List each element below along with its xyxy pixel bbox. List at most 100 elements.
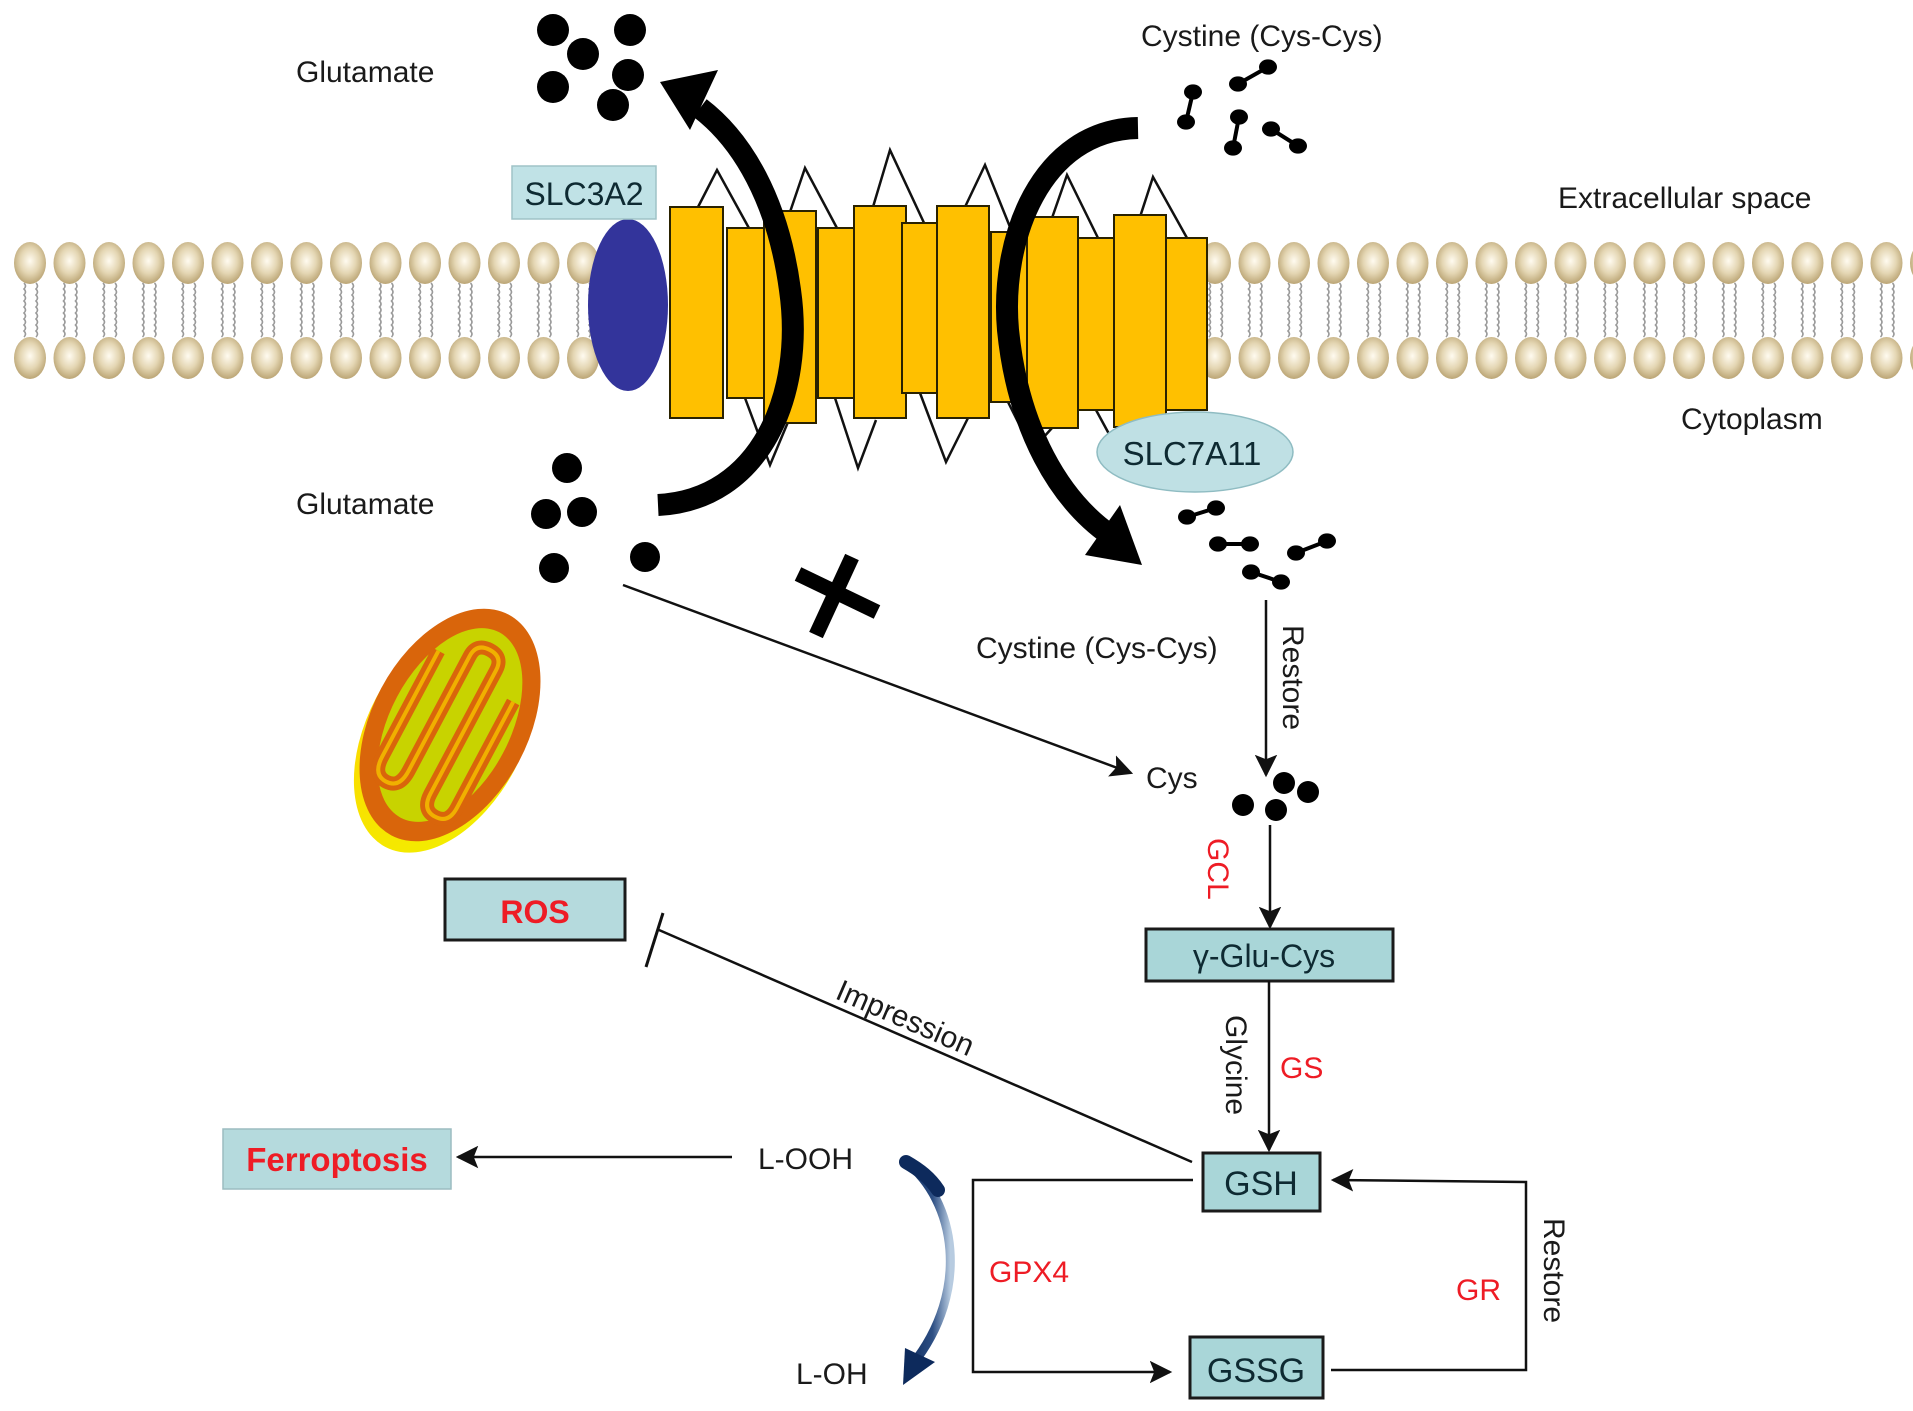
slc3a2-label: SLC3A2 xyxy=(524,176,643,212)
lipid-head xyxy=(53,242,86,284)
lipid-tail xyxy=(1642,282,1646,338)
lipid-tail xyxy=(1563,282,1567,338)
lipid-head xyxy=(1436,337,1468,379)
gs-enzyme-label: GS xyxy=(1280,1052,1323,1085)
extracellular-loop xyxy=(695,167,752,231)
cysteine-unit xyxy=(1224,140,1242,156)
lipid-tail xyxy=(338,282,343,338)
lipid-head xyxy=(409,337,441,379)
lipid-head xyxy=(14,242,46,284)
lipid-head xyxy=(527,337,560,379)
lipid-tail xyxy=(1812,282,1816,338)
lipid-tail xyxy=(1523,282,1528,338)
impression-inhibition-line xyxy=(658,928,1193,1164)
lipid-tail xyxy=(141,282,145,338)
lipid-head xyxy=(172,242,204,284)
lipid-tail xyxy=(1733,282,1737,338)
lipid-head xyxy=(1791,337,1824,379)
mitochondrion-icon xyxy=(353,608,541,853)
lipid-tail xyxy=(1760,282,1765,338)
glutamate-export-arrowhead xyxy=(660,70,718,130)
glutamate-molecule xyxy=(531,499,561,529)
lipid-tail xyxy=(22,282,27,338)
gamma-glu-cys-label: γ-Glu-Cys xyxy=(1193,938,1335,974)
lipid-head xyxy=(330,337,362,379)
lipid-tails xyxy=(1405,282,1421,338)
lipid-tail xyxy=(62,282,66,338)
lipid-tails xyxy=(1642,282,1658,338)
lipid-tail xyxy=(232,282,236,338)
slc3a2-protein xyxy=(588,219,668,391)
cysteine-unit xyxy=(1207,500,1225,516)
lipid-tail xyxy=(575,282,580,338)
slc3a2-label-box xyxy=(511,165,657,220)
slc7a11-label-ellipse xyxy=(1096,411,1294,493)
gpx4-reduction-arrow xyxy=(899,1155,955,1385)
lipid-tail xyxy=(1444,282,1449,338)
transmembrane-helix xyxy=(1026,216,1079,429)
lipid-tails xyxy=(1681,282,1698,338)
lipid-tails xyxy=(259,282,276,338)
lipid-tails xyxy=(1563,282,1579,338)
extracellular-loop xyxy=(1050,171,1100,239)
cystine-intracellular-molecules xyxy=(1178,500,1336,590)
extracellular-loop xyxy=(871,146,927,226)
impression-label: Impression xyxy=(831,974,979,1063)
lipid-tail xyxy=(1298,282,1303,338)
lipid-head xyxy=(330,242,362,284)
lipid-head xyxy=(448,242,481,284)
glutamate-export-arrow xyxy=(657,70,804,516)
transmembrane-helix xyxy=(936,205,990,419)
lipid-tail xyxy=(1891,282,1895,338)
lipid-head xyxy=(369,242,402,284)
lipid-tail xyxy=(1286,282,1291,338)
lipid-tail xyxy=(259,282,264,338)
transmembrane-helix xyxy=(817,227,855,399)
lipid-head xyxy=(132,242,165,284)
cysteine-molecule xyxy=(1265,799,1287,821)
lipid-tail xyxy=(1219,282,1224,338)
cysteine-unit xyxy=(1289,138,1307,154)
lipid-tail xyxy=(74,282,78,338)
lipid-head xyxy=(132,337,165,379)
lipid-tails xyxy=(1365,282,1382,338)
lipid-tail xyxy=(1654,282,1658,338)
lipid-tail xyxy=(1259,282,1263,338)
cysteine-unit xyxy=(1259,59,1277,75)
gpx4-arrowhead xyxy=(903,1348,935,1385)
glutamate-molecule xyxy=(537,14,569,46)
lipid-head xyxy=(1594,337,1626,379)
extracellular-loop xyxy=(963,161,1014,233)
lipid-tails xyxy=(378,282,394,338)
cystine-molecule xyxy=(1287,533,1336,561)
lipid-tail xyxy=(271,282,276,338)
cystine-extracellular-label: Cystine (Cys-Cys) xyxy=(1141,20,1383,53)
lipid-head xyxy=(369,337,402,379)
lipid-tail xyxy=(1879,282,1883,338)
lipid-tail xyxy=(536,282,540,338)
ros-node xyxy=(443,877,627,942)
transmembrane-helix xyxy=(669,206,724,419)
glutamate-molecule xyxy=(612,59,644,91)
glutamate-to-cys-arrow xyxy=(622,583,1134,777)
lipid-head xyxy=(1752,337,1784,379)
cystine-molecule xyxy=(1229,59,1277,92)
lipid-tail xyxy=(1800,282,1804,338)
lipid-head xyxy=(1317,242,1350,284)
gsh-label: GSH xyxy=(1224,1165,1298,1203)
lipid-tails xyxy=(496,282,513,338)
lipid-head xyxy=(1673,337,1705,379)
lipid-head xyxy=(409,242,441,284)
lipid-tail xyxy=(1247,282,1251,338)
cysteine-unit xyxy=(1230,109,1248,125)
lipid-tails xyxy=(22,282,39,338)
cysteine-unit xyxy=(1178,509,1196,525)
lipid-bilayer xyxy=(14,242,1913,379)
lipid-tail xyxy=(390,282,394,338)
lipid-head xyxy=(1317,337,1350,379)
gsh-node xyxy=(1201,1151,1322,1213)
lipid-tails xyxy=(1879,282,1895,338)
lipid-head xyxy=(1436,242,1468,284)
cystine-extracellular-molecules xyxy=(1177,59,1307,156)
lipid-head xyxy=(251,242,283,284)
